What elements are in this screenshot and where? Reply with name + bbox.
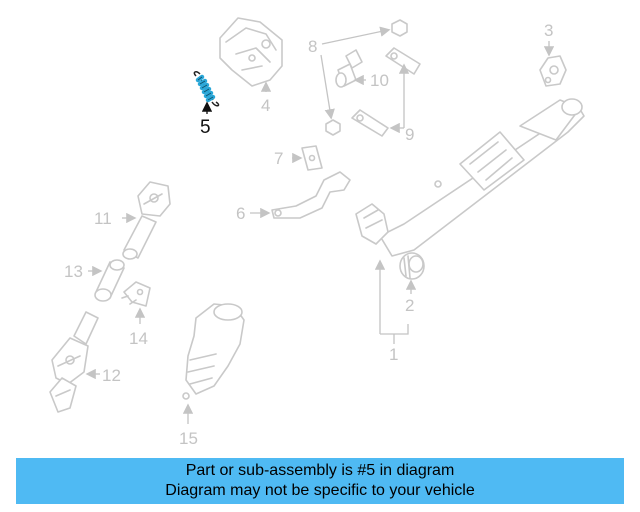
callout-13[interactable]: 13 bbox=[64, 262, 83, 281]
part-11-upper-shaft[interactable] bbox=[122, 181, 171, 260]
callout-11[interactable]: 11 bbox=[94, 209, 112, 228]
part-3-plate[interactable] bbox=[539, 55, 567, 87]
part-10-bolt[interactable] bbox=[335, 49, 363, 88]
callout-3[interactable]: 3 bbox=[544, 21, 553, 40]
callout-12[interactable]: 12 bbox=[102, 366, 121, 385]
callout-15[interactable]: 15 bbox=[179, 429, 198, 448]
part-4-bracket[interactable] bbox=[219, 17, 283, 87]
part-6-lever[interactable] bbox=[271, 171, 351, 219]
part-7-small-bracket[interactable] bbox=[301, 145, 323, 171]
callout-6[interactable]: 6 bbox=[236, 204, 245, 223]
callout-9[interactable]: 9 bbox=[405, 125, 414, 144]
part-1-steering-column[interactable] bbox=[355, 98, 585, 257]
callout-8[interactable]: 8 bbox=[308, 37, 317, 56]
callout-1[interactable]: 1 bbox=[389, 345, 398, 364]
part-8-nuts[interactable] bbox=[325, 19, 408, 136]
part-12-lower-shaft[interactable] bbox=[49, 311, 99, 413]
part-13-sleeve[interactable] bbox=[94, 259, 125, 302]
callout-2[interactable]: 2 bbox=[405, 296, 414, 315]
banner-disclaimer: Diagram may not be specific to your vehi… bbox=[165, 482, 475, 499]
info-banner: Part or sub-assembly is #5 in diagram Di… bbox=[16, 458, 624, 504]
part-5-spring-highlighted[interactable] bbox=[193, 71, 220, 107]
callout-7[interactable]: 7 bbox=[274, 149, 283, 168]
callout-14[interactable]: 14 bbox=[129, 329, 148, 348]
exploded-parts-diagram: 4 5 8 10 9 3 bbox=[49, 17, 585, 448]
banner-part-note: Part or sub-assembly is #5 in diagram bbox=[185, 462, 455, 479]
callout-5[interactable]: 5 bbox=[200, 117, 211, 138]
part-2-bearing[interactable] bbox=[399, 252, 425, 280]
part-14-clip[interactable] bbox=[121, 281, 151, 307]
part-15-boot[interactable] bbox=[182, 303, 245, 400]
callout-10[interactable]: 10 bbox=[370, 71, 389, 90]
callout-4[interactable]: 4 bbox=[261, 96, 270, 115]
